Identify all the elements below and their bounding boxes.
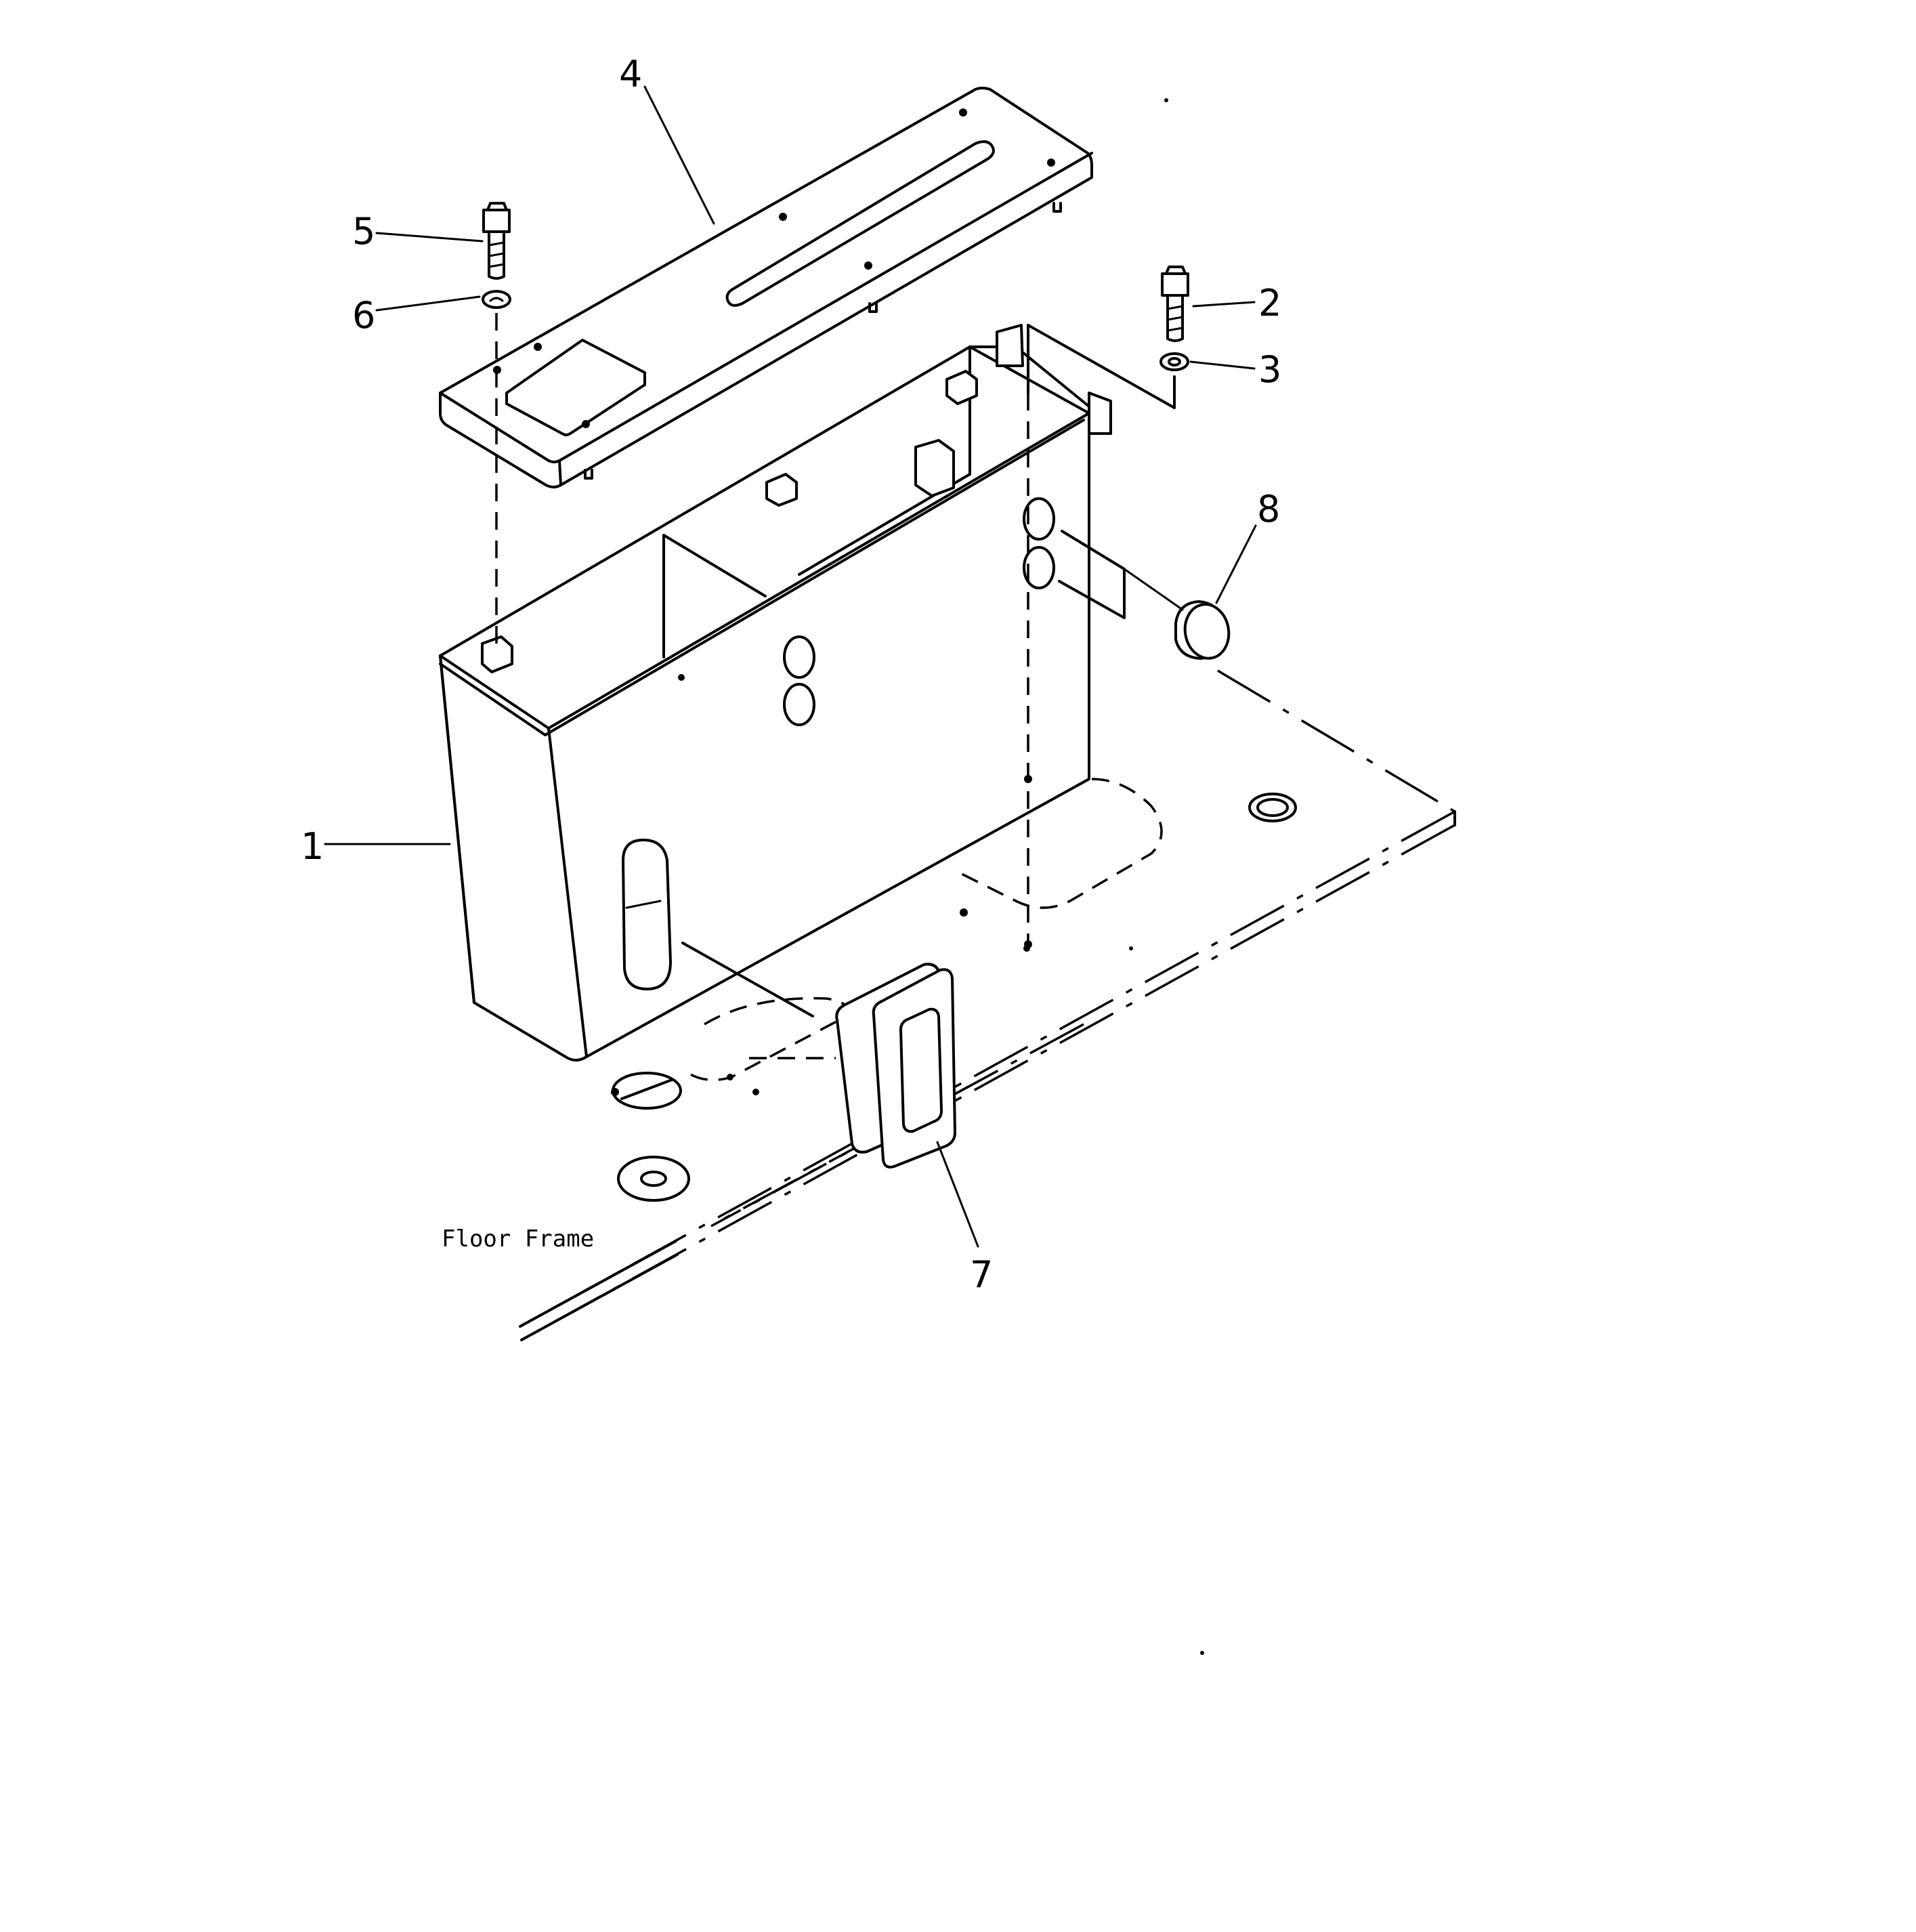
mount-bracket <box>481 635 513 673</box>
callout-1: 1 <box>301 825 451 868</box>
console-box <box>439 324 1112 1062</box>
callout-5: 5 <box>352 210 484 253</box>
side-hole <box>783 683 815 726</box>
svg-text:2: 2 <box>1258 282 1281 324</box>
svg-text:5: 5 <box>352 210 375 253</box>
callout-4: 4 <box>619 53 715 225</box>
side-hole <box>1023 546 1055 589</box>
lid-window <box>505 339 646 436</box>
side-hole <box>1023 497 1055 541</box>
callout-7: 7 <box>936 1141 993 1296</box>
callout-6: 6 <box>352 294 481 337</box>
svg-text:4: 4 <box>619 53 642 96</box>
svg-text:3: 3 <box>1258 348 1281 391</box>
svg-text:1: 1 <box>301 825 324 868</box>
svg-text:6: 6 <box>352 294 375 337</box>
svg-text:7: 7 <box>970 1253 993 1296</box>
bolt-5 <box>482 202 511 280</box>
callouts: 1 2 3 4 5 6 7 8 <box>301 53 1281 1296</box>
side-hole <box>783 635 815 679</box>
callout-2: 2 <box>1192 282 1281 324</box>
svg-text:8: 8 <box>1257 488 1280 530</box>
front-slot <box>622 839 672 990</box>
plug-8 <box>1174 600 1231 660</box>
floor-hole <box>617 1156 690 1202</box>
bolt-2 <box>1161 266 1189 342</box>
floor-frame: Floor Frame <box>442 98 1456 1655</box>
callout-8: 8 <box>1215 488 1280 604</box>
floor-hole <box>1248 793 1297 822</box>
grommet-7 <box>835 963 956 1169</box>
lid-plate <box>439 87 1093 488</box>
lid-long-slot <box>725 140 995 307</box>
washer-3 <box>1159 352 1189 371</box>
floor-frame-label: Floor Frame <box>442 1225 594 1253</box>
assembly-lines <box>495 313 1184 1059</box>
washer-6 <box>482 290 511 309</box>
callout-3: 3 <box>1189 348 1281 391</box>
